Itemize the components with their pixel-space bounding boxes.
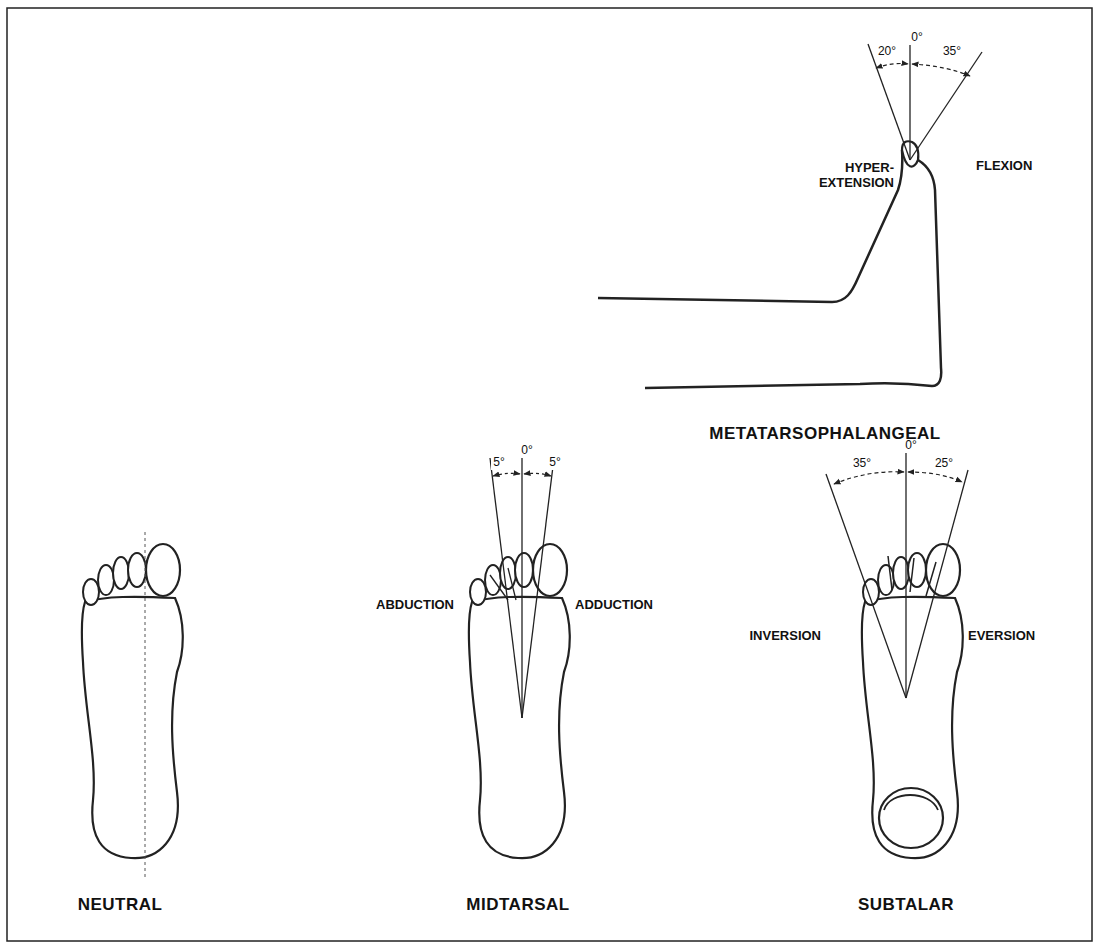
angle-value: 5° xyxy=(491,456,506,470)
motion-label: FLEXION xyxy=(974,159,1034,174)
angle-value: 5° xyxy=(547,456,562,470)
angle-value: 35° xyxy=(851,457,873,471)
angle-value: 25° xyxy=(933,457,955,471)
angle-value: 20° xyxy=(876,45,898,59)
motion-label: ABDUCTION xyxy=(374,598,456,613)
angle-value: 0° xyxy=(519,444,534,458)
figure-title: MIDTARSAL xyxy=(464,895,571,915)
angle-value: 0° xyxy=(909,31,924,45)
figure-title: SUBTALAR xyxy=(856,895,956,915)
motion-label: EVERSION xyxy=(966,629,1037,644)
angle-value: 35° xyxy=(941,45,963,59)
angle-value: 0° xyxy=(903,439,918,453)
motion-label: INVERSION xyxy=(747,629,823,644)
figure-title: NEUTRAL xyxy=(76,895,165,915)
motion-label: HYPER- EXTENSION xyxy=(806,161,896,191)
motion-label: ADDUCTION xyxy=(573,598,655,613)
